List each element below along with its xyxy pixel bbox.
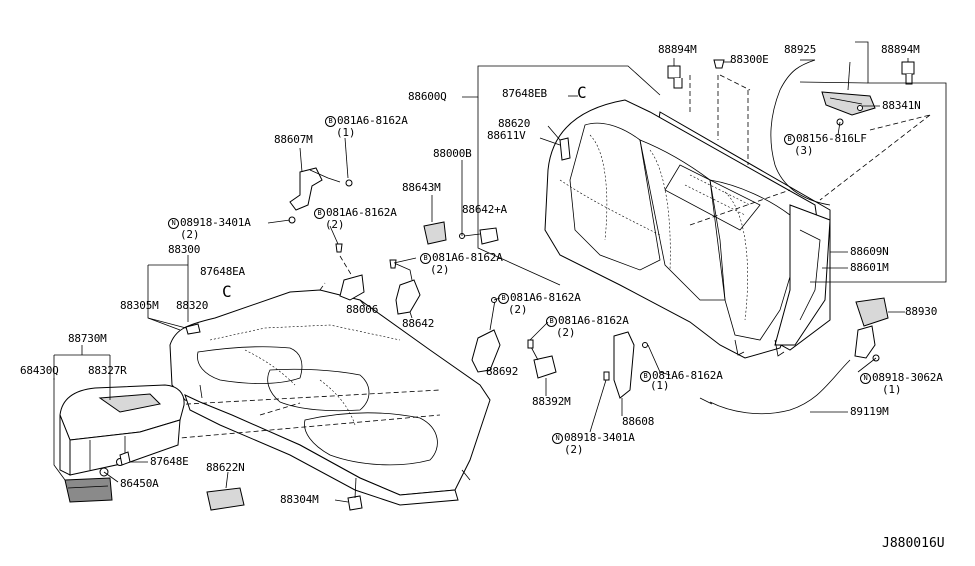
- qty-08918-right: (1): [882, 383, 902, 396]
- label-88601M: 88601M: [850, 261, 889, 274]
- bolt-symbol-icon: B: [498, 293, 509, 304]
- clip-glyph-icon: C: [577, 83, 587, 102]
- part-number: 081A6-8162A: [326, 206, 397, 219]
- qty-081A6-392: (2): [556, 326, 576, 339]
- label-88600Q: 88600Q: [408, 90, 447, 103]
- label-88607M: 88607M: [274, 133, 313, 146]
- qty-081A6-top: (1): [336, 126, 356, 139]
- bolt-symbol-icon: B: [420, 253, 431, 264]
- label-88300: 88300: [168, 243, 201, 256]
- label-88894M-left: 88894M: [658, 43, 697, 56]
- qty-08918-bottom: (2): [564, 443, 584, 456]
- nut-symbol-icon: N: [168, 218, 179, 229]
- label-86450A: 86450A: [120, 477, 159, 490]
- part-number: 081A6-8162A: [558, 314, 629, 327]
- small-brackets: [119, 137, 648, 511]
- label-88894M-right: 88894M: [881, 43, 920, 56]
- part-number: 08918-3401A: [180, 216, 251, 229]
- label-88643M: 88643M: [402, 181, 441, 194]
- label-88930: 88930: [905, 305, 938, 318]
- label-88304M: 88304M: [280, 493, 319, 506]
- label-88730M: 88730M: [68, 332, 107, 345]
- label-88642A: 88642+A: [462, 203, 507, 216]
- bolt-symbol-icon: B: [546, 316, 557, 327]
- label-88611V: 88611V: [487, 129, 526, 142]
- label-88620: 88620: [498, 117, 531, 130]
- label-88341N: 88341N: [882, 99, 921, 112]
- label-88000B: 88000B: [433, 147, 472, 160]
- part-number: 08156-816LF: [796, 132, 867, 145]
- top-brackets: [667, 59, 915, 89]
- leader-frame: [462, 41, 947, 286]
- label-88392M: 88392M: [532, 395, 571, 408]
- bolt-symbol-icon: B: [640, 371, 651, 382]
- bolt-symbol-icon: B: [325, 116, 336, 127]
- label-88608: 88608: [622, 415, 655, 428]
- label-87648EA: 87648EA: [200, 265, 245, 278]
- part-number: 081A6-8162A: [337, 114, 408, 127]
- label-68430Q: 68430Q: [20, 364, 59, 377]
- label-88300E: 88300E: [730, 53, 769, 66]
- nut-symbol-icon: N: [860, 373, 871, 384]
- qty-081A6-608: (1): [650, 379, 670, 392]
- clip-glyph-icon: C: [222, 282, 232, 301]
- qty-081A6-642: (2): [430, 263, 450, 276]
- label-89119M: 89119M: [850, 405, 889, 418]
- label-87648E: 87648E: [150, 455, 189, 468]
- part-number: 08918-3062A: [872, 371, 943, 384]
- label-88925: 88925: [784, 43, 817, 56]
- latch-cable: [770, 59, 876, 206]
- bolt-symbol-icon: B: [314, 208, 325, 219]
- qty-081A6-mid: (2): [325, 218, 345, 231]
- qty-08918-left: (2): [180, 228, 200, 241]
- label-88006: 88006: [346, 303, 379, 316]
- part-number: 081A6-8162A: [652, 369, 723, 382]
- label-88327R: 88327R: [88, 364, 127, 377]
- leader-lines: [53, 58, 909, 503]
- diagram-id: J880016U: [882, 536, 945, 551]
- label-88622N: 88622N: [206, 461, 245, 474]
- nut-symbol-icon: N: [552, 433, 563, 444]
- qty-08156-816LF: (3): [794, 144, 814, 157]
- label-88320: 88320: [176, 299, 209, 312]
- qty-081A6-692: (2): [508, 303, 528, 316]
- part-number: 081A6-8162A: [510, 291, 581, 304]
- part-number: 081A6-8162A: [432, 251, 503, 264]
- label-88305M: 88305M: [120, 299, 159, 312]
- label-88642: 88642: [402, 317, 435, 330]
- label-88609N: 88609N: [850, 245, 889, 258]
- seat-back-illustration: [544, 74, 931, 359]
- part-number: 08918-3401A: [564, 431, 635, 444]
- armrest-illustration: [59, 384, 185, 503]
- label-87648EB: 87648EB: [502, 87, 547, 100]
- latch-cable-lower: [699, 297, 889, 415]
- label-88692: 88692: [486, 365, 519, 378]
- bolt-symbol-icon: B: [784, 134, 795, 145]
